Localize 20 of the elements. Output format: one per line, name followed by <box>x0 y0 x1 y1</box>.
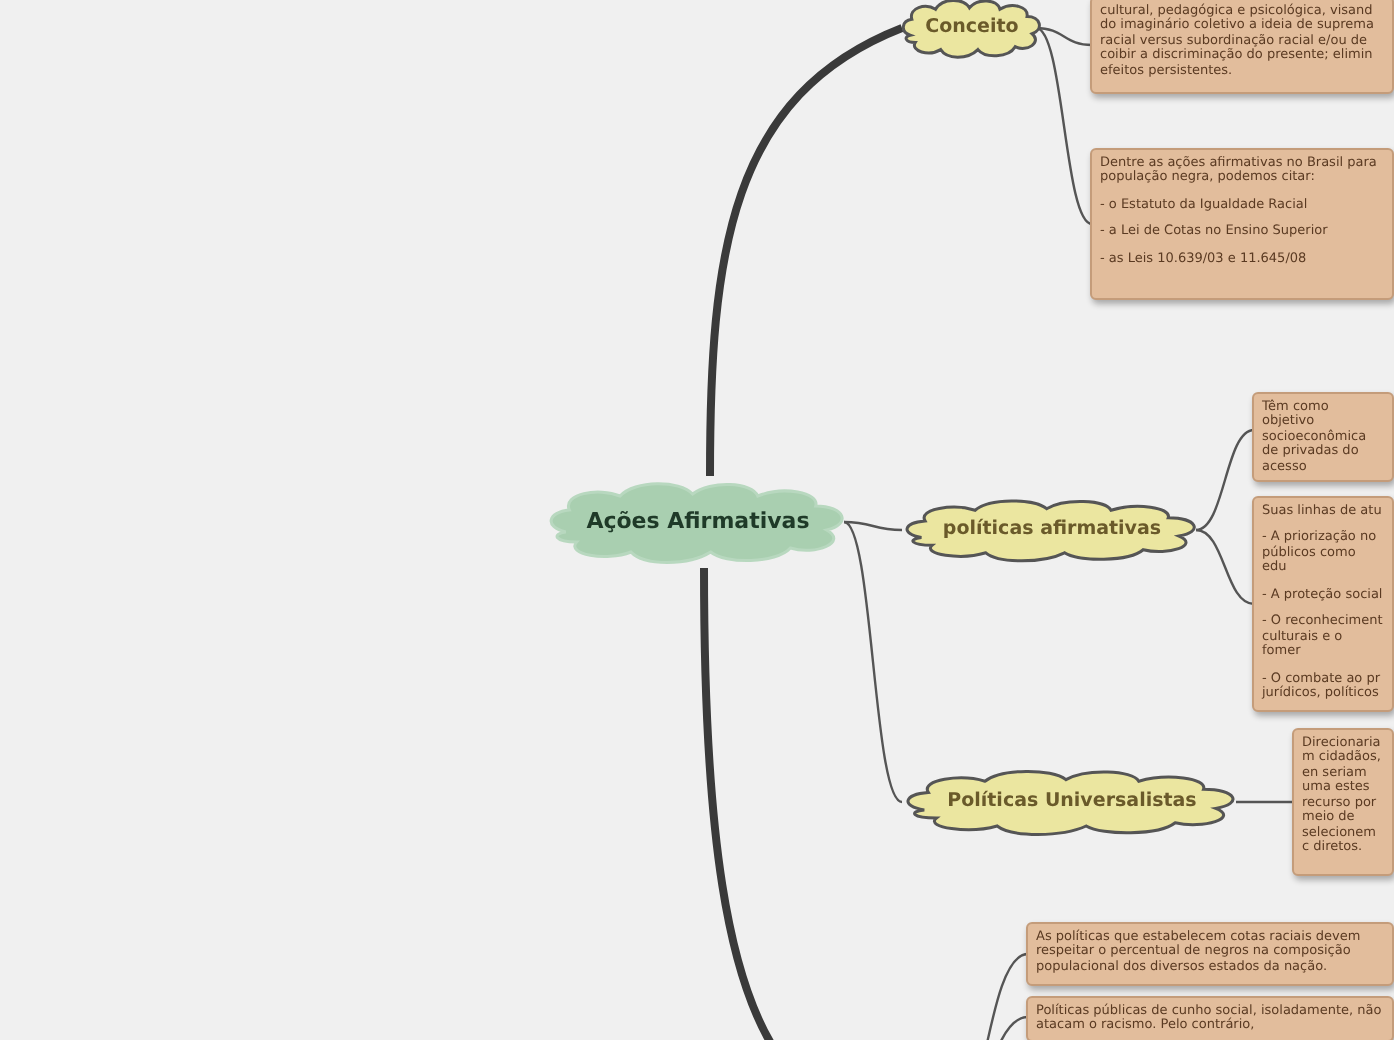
branch-line <box>1195 528 1255 606</box>
note-card <box>1026 996 1394 1040</box>
note-card <box>1252 392 1394 483</box>
branch-line <box>1236 800 1294 804</box>
note-card <box>1252 496 1394 712</box>
branch-line <box>706 24 904 477</box>
branch-line <box>1035 26 1093 47</box>
topic-title: políticas afirmativas <box>942 515 1162 544</box>
branch-line <box>843 520 903 532</box>
topic-title: Ações Afirmativas <box>586 505 810 538</box>
note-card <box>1090 148 1394 300</box>
note-card <box>1292 728 1394 876</box>
branch-line <box>1035 26 1093 226</box>
topic-title: Políticas Universalistas <box>947 787 1197 816</box>
topic-title: Conceito <box>925 13 1019 42</box>
topic-cloud <box>900 0 1044 64</box>
branch-line <box>1195 428 1255 532</box>
note-card <box>1026 922 1394 986</box>
note-card <box>1090 0 1394 94</box>
branch-line <box>843 521 903 803</box>
